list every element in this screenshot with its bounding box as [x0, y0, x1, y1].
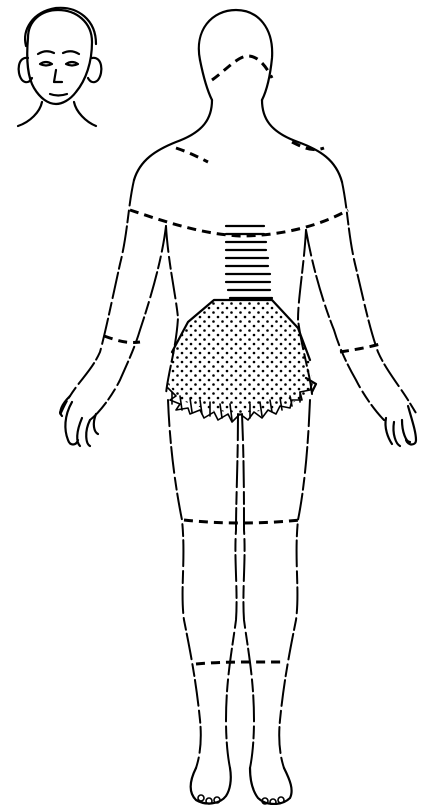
thigh-boundary: [184, 520, 300, 523]
right-foot: [250, 768, 292, 804]
right-eye: [66, 62, 78, 66]
neck-left: [134, 100, 212, 180]
shoulder-left-boundary: [176, 148, 208, 162]
left-arm-outer: [60, 180, 134, 414]
left-leg-outer: [168, 400, 201, 768]
hair-left: [25, 8, 96, 46]
right-arm-outer: [342, 182, 416, 412]
right-brow: [63, 51, 79, 54]
right-hand: [385, 406, 416, 446]
neck-left: [18, 102, 42, 126]
face-outline: [27, 10, 92, 104]
neck-band-boundary: [212, 56, 272, 80]
calf-boundary: [196, 662, 282, 664]
upper-back-boundary: [130, 210, 348, 236]
left-leg-inner: [226, 414, 238, 768]
left-forearm-boundary: [104, 336, 140, 343]
mouth: [50, 94, 67, 96]
right-leg-inner: [242, 414, 254, 768]
nose: [54, 70, 62, 82]
face-inset: [18, 8, 101, 126]
right-leg-outer: [279, 400, 310, 768]
neck-right: [262, 100, 342, 182]
right-forearm-boundary: [340, 344, 380, 352]
left-eye: [40, 62, 52, 66]
neck-right: [74, 102, 96, 126]
left-brow: [38, 51, 54, 54]
back-of-head: [199, 10, 272, 100]
